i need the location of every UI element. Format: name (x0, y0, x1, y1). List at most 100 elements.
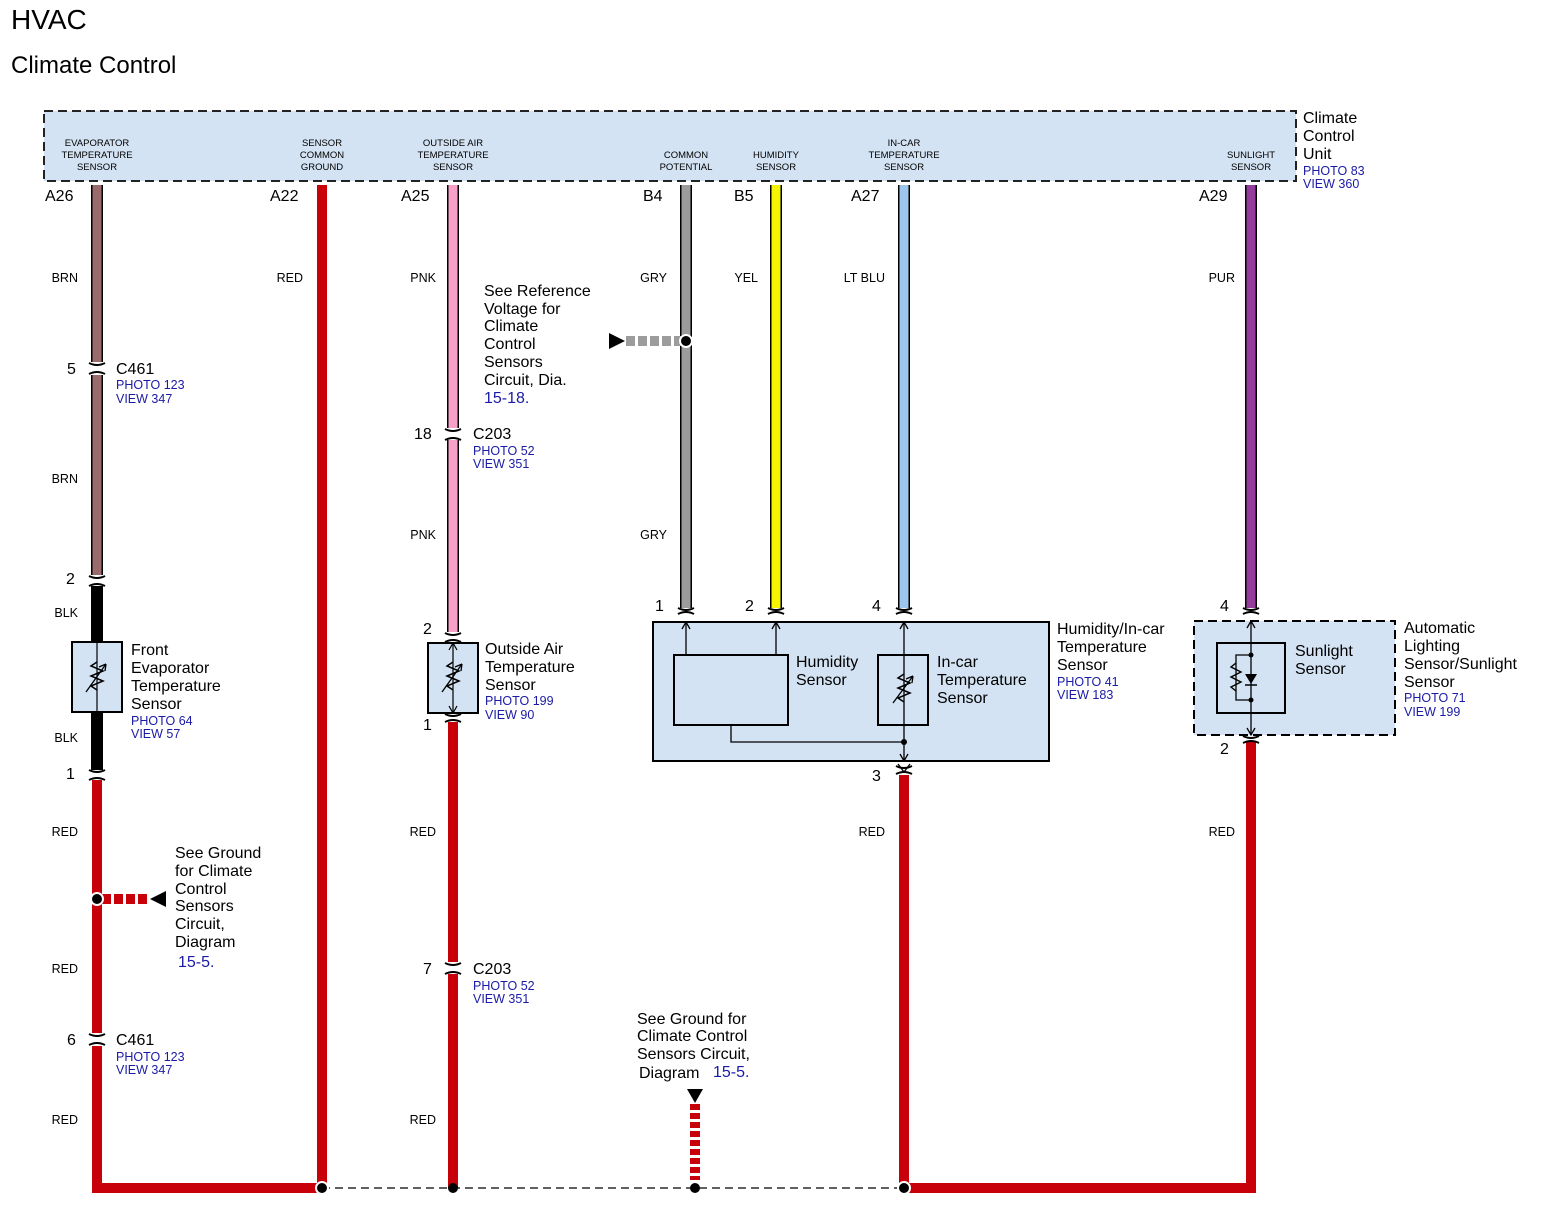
ref-voltage-note-4: Control (484, 336, 536, 353)
c461-view-link[interactable]: VIEW 347 (116, 392, 172, 406)
pin-label-evap-1: EVAPORATOR (65, 138, 130, 149)
ref-voltage-note-5: Sensors (484, 354, 543, 371)
splice-point (679, 334, 693, 348)
wire-color-label: RED (52, 825, 78, 839)
humidity-sensor-label-2: Sensor (796, 672, 847, 689)
c203-view-link[interactable]: VIEW 351 (473, 992, 529, 1006)
splice-point (1248, 652, 1254, 658)
humidity-assembly-name-3: Sensor (1057, 657, 1108, 674)
front-evap-name-3: Temperature (131, 678, 221, 695)
connector-c461-break (88, 1033, 106, 1046)
pin-label-gnd-3: GROUND (301, 162, 343, 173)
component-pin: 2 (745, 598, 754, 615)
c461-view-link[interactable]: VIEW 347 (116, 1063, 172, 1077)
connector-c203-break (444, 428, 462, 441)
c203-photo-link[interactable]: PHOTO 52 (473, 444, 535, 458)
c203-view-link[interactable]: VIEW 351 (473, 457, 529, 471)
pin-label-ict-3: SENSOR (884, 162, 924, 173)
pin-label-oat-1: OUTSIDE AIR (423, 138, 483, 149)
arrow-left-icon (609, 333, 625, 349)
connector-break (677, 607, 695, 615)
splice-point (901, 739, 907, 745)
splice-point (1248, 697, 1254, 703)
thermistor-icon (896, 673, 912, 703)
ground-bottom-note-4: Diagram (639, 1065, 699, 1082)
splice-point (897, 1181, 911, 1195)
connector-c461-name[interactable]: C461 (116, 361, 154, 378)
internal-ground-line (730, 725, 904, 743)
arrow-head-icon (905, 675, 914, 684)
component-pin: 1 (66, 766, 75, 783)
sunlight-photo-link[interactable]: PHOTO 71 (1404, 691, 1466, 705)
thermistor-arrow-icon (85, 663, 107, 693)
sunlight-name-4: Sensor (1404, 674, 1455, 691)
ref-voltage-note-3: Climate (484, 318, 538, 335)
oat-photo-link[interactable]: PHOTO 199 (485, 694, 554, 708)
component-pin: 4 (872, 598, 881, 615)
humidity-sensor-label-1: Humidity (796, 654, 858, 671)
terminal-oat: A25 (401, 188, 430, 205)
pin-label-hum-2: SENSOR (756, 162, 796, 173)
oat-view-link[interactable]: VIEW 90 (485, 708, 534, 722)
lead-arrow-icon (1246, 619, 1256, 629)
oat-name-3: Sensor (485, 677, 536, 694)
wire-color-label: RED (410, 825, 436, 839)
ref-voltage-note-2: Voltage for (484, 301, 561, 318)
ground-left-note-1: See Ground (175, 845, 261, 862)
component-pin: 2 (1220, 741, 1229, 758)
pin-label-gnd-1: SENSOR (302, 138, 342, 149)
humidity-photo-link[interactable]: PHOTO 41 (1057, 675, 1119, 689)
terminal-sun: A29 (1199, 188, 1228, 205)
pin-label-sun-1: SUNLIGHT (1227, 150, 1275, 161)
wire-color-label: PNK (410, 528, 436, 542)
sunlight-name-1: Automatic (1404, 620, 1475, 637)
terminal-ict: A27 (851, 188, 880, 205)
humidity-assembly-name-1: Humidity/In-car (1057, 621, 1165, 638)
connector-c203-name[interactable]: C203 (473, 426, 511, 443)
page-title: HVAC (11, 4, 87, 35)
c203-photo-link[interactable]: PHOTO 52 (473, 979, 535, 993)
component-pin: 3 (872, 768, 881, 785)
lead-arrow-icon (1246, 727, 1256, 737)
arrow-right-icon (150, 891, 166, 907)
connector-break (88, 769, 106, 781)
component-pin: 2 (66, 571, 75, 588)
connector-c461-name[interactable]: C461 (116, 1032, 154, 1049)
sunlight-inner-label-2: Sensor (1295, 661, 1346, 678)
humidity-sensor-element[interactable] (673, 654, 789, 726)
ground-bottom-diagram-link[interactable]: 15-5. (713, 1064, 749, 1081)
sunlight-view-link[interactable]: VIEW 199 (1404, 705, 1460, 719)
connector-break (444, 713, 462, 723)
front-evap-view-link[interactable]: VIEW 57 (131, 727, 180, 741)
incar-sensor-label-2: Temperature (937, 672, 1027, 689)
pin-label-evap-3: SENSOR (77, 162, 117, 173)
connector-pin: 18 (414, 426, 432, 443)
incar-sensor-label-1: In-car (937, 654, 979, 671)
wire-color-label: RED (1209, 825, 1235, 839)
front-evap-photo-link[interactable]: PHOTO 64 (131, 714, 193, 728)
unit-photo-link[interactable]: PHOTO 83 (1303, 164, 1365, 178)
wire-color-label: RED (52, 1113, 78, 1127)
ref-voltage-diagram-link[interactable]: 15-18. (484, 390, 529, 407)
pin-label-oat-3: SENSOR (433, 162, 473, 173)
pin-label-hum-1: HUMIDITY (753, 150, 800, 161)
terminal-gnd: A22 (270, 188, 299, 205)
component-pin: 4 (1220, 598, 1229, 615)
sunlight-name-2: Lighting (1404, 638, 1460, 655)
component-pin: 2 (423, 621, 432, 638)
wire-color-label: RED (859, 825, 885, 839)
unit-name-line-2: Control (1303, 128, 1355, 145)
humidity-view-link[interactable]: VIEW 183 (1057, 688, 1113, 702)
wire-color-label: LT BLU (844, 271, 885, 285)
c461-photo-link[interactable]: PHOTO 123 (116, 378, 185, 392)
ground-left-note-2: for Climate (175, 863, 252, 880)
c461-photo-link[interactable]: PHOTO 123 (116, 1050, 185, 1064)
pin-label-ict-1: IN-CAR (888, 138, 921, 149)
connector-c203-name[interactable]: C203 (473, 961, 511, 978)
connector-c461-break (88, 362, 106, 375)
component-pin: 1 (655, 598, 664, 615)
pin-label-gnd-2: COMMON (300, 150, 344, 161)
ground-left-diagram-link[interactable]: 15-5. (178, 954, 214, 971)
unit-view-link[interactable]: VIEW 360 (1303, 177, 1359, 191)
climate-control-unit[interactable] (43, 110, 1297, 182)
